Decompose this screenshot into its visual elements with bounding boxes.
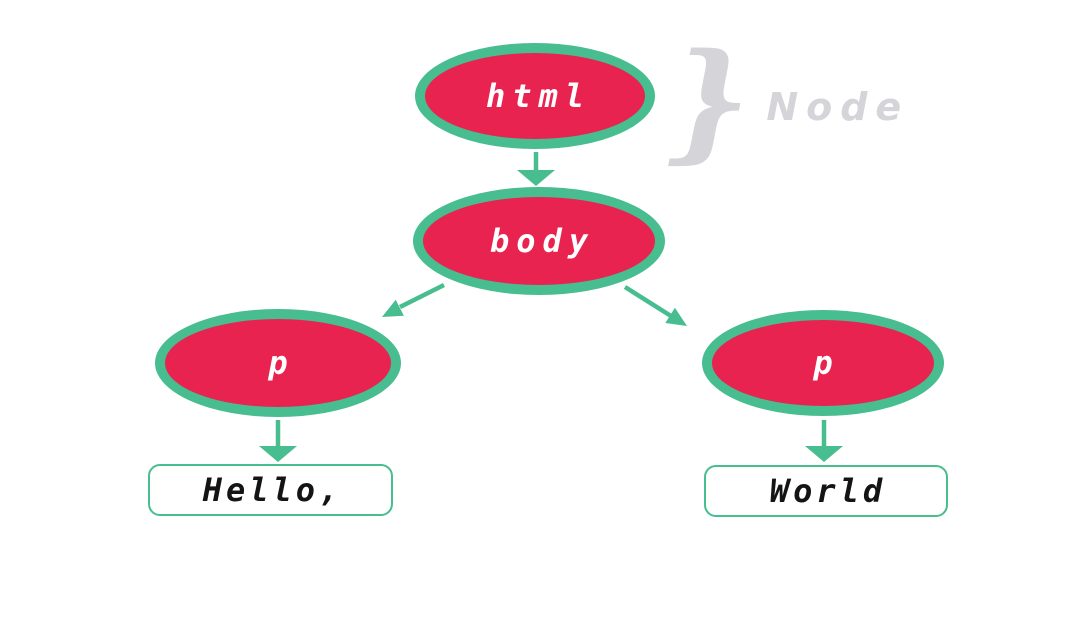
arrow-body-to-p-left xyxy=(382,282,446,317)
node-ellipse-p-left: p xyxy=(155,309,401,417)
arrow-body-to-p-right xyxy=(623,285,687,326)
node-label-p-right: p xyxy=(813,344,840,382)
node-annotation: } Node xyxy=(668,37,910,168)
arrow-html-to-body xyxy=(517,152,555,186)
curly-brace-glyph: } xyxy=(668,26,751,176)
text-node-label-hello: Hello, xyxy=(202,471,343,509)
node-label-body: body xyxy=(489,222,596,260)
node-ellipse-p-right: p xyxy=(702,310,944,416)
node-annotation-label: Node xyxy=(766,85,910,129)
arrow-p-left-to-hello xyxy=(259,420,297,462)
node-ellipse-html: html xyxy=(415,43,655,149)
node-label-html: html xyxy=(485,77,592,115)
node-label-p-left: p xyxy=(268,344,295,382)
arrow-p-right-to-world xyxy=(805,420,843,462)
node-ellipse-body: body xyxy=(413,187,665,295)
text-node-box-hello: Hello, xyxy=(148,464,393,516)
text-node-box-world: World xyxy=(704,465,948,517)
text-node-label-world: World xyxy=(769,472,887,510)
